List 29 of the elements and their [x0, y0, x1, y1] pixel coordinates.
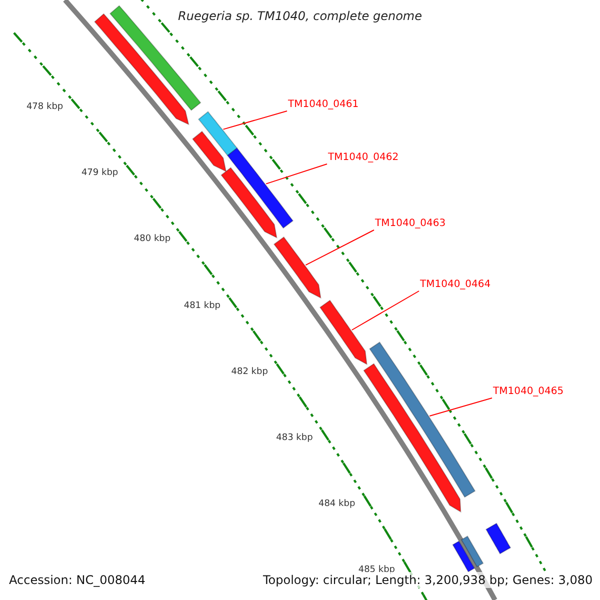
gene-feature [460, 536, 484, 568]
scale-label: 484 kbp [318, 499, 356, 510]
leader-line [222, 110, 288, 130]
leader-line [429, 398, 492, 416]
gene-label: TM1040_0464 [420, 279, 491, 290]
gene-feature [369, 342, 476, 498]
gene-feature [319, 300, 368, 366]
leader-line [351, 290, 420, 330]
gene-feature [226, 147, 294, 229]
gene-feature [363, 363, 462, 513]
scale-label: 481 kbp [184, 300, 221, 311]
gene-label: TM1040_0461 [288, 99, 359, 110]
scale-label: 483 kbp [276, 433, 313, 444]
scale-label: 482 kbp [231, 366, 268, 377]
gene-feature [192, 130, 227, 172]
scale-label: 480 kbp [134, 234, 171, 244]
leader-line [305, 230, 374, 266]
gene-label: TM1040_0463 [375, 218, 446, 229]
scale-label: 479 kbp [81, 168, 118, 178]
leader-line [266, 164, 328, 184]
gene-label: TM1040_0462 [328, 152, 399, 163]
title: Ruegeria sp. TM1040, complete genome [178, 9, 422, 23]
gene-label: TM1040_0465 [493, 386, 564, 397]
gene-feature [452, 540, 476, 572]
gene-feature [273, 236, 322, 299]
gene-feature [485, 522, 512, 554]
scale-label: 478 kbp [26, 102, 64, 112]
gene-feature [198, 111, 238, 156]
gene-feature [220, 167, 278, 238]
